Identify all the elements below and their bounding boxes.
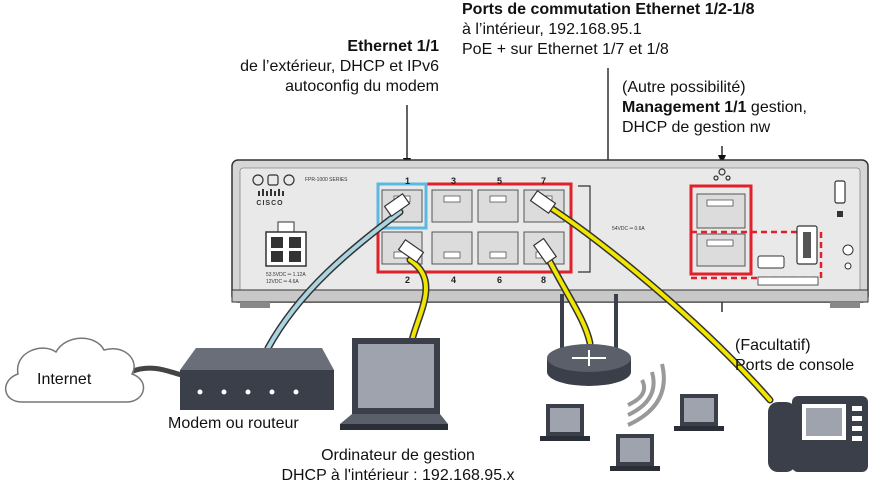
computer-callout: Ordinateur de gestion DHCP à l'intérieur… xyxy=(240,446,556,486)
computer-line2: DHCP à l'intérieur : 192.168.95.x xyxy=(281,467,515,484)
modem-router xyxy=(180,348,334,410)
port-number-7: 7 xyxy=(541,176,546,186)
mini-usb-console xyxy=(757,255,785,269)
wifi-waves-icon xyxy=(627,363,666,427)
eth11-line2: autoconfig du modem xyxy=(285,78,439,95)
internet-cloud xyxy=(5,337,145,403)
management-port xyxy=(696,193,746,267)
port-number-2: 2 xyxy=(405,275,410,285)
console-callout: (Facultatif) Ports de console xyxy=(735,336,854,376)
power-connector xyxy=(265,221,307,267)
series-label: FPR-1000 SERIES xyxy=(305,177,348,183)
port-number-8: 8 xyxy=(541,275,546,285)
power-label-1: 53.5VDC ═ 1.12A xyxy=(266,272,306,278)
ip-phone xyxy=(768,396,868,472)
port-number-4: 4 xyxy=(451,275,456,285)
switch-title: Ports de commutation Ethernet 1/2-1/8 xyxy=(462,1,755,18)
power-label-2: 12VDC ═ 4.6A xyxy=(266,279,299,285)
mgmt-title: Management 1/1 xyxy=(622,99,747,116)
eth11-line1: de l’extérieur, DHCP et IPv6 xyxy=(240,58,439,75)
mgmt-title-suffix: gestion, xyxy=(746,99,807,116)
mgmt-line2: DHCP de gestion nw xyxy=(622,119,771,136)
internet-label: Internet xyxy=(37,371,92,388)
port-number-5: 5 xyxy=(497,176,502,186)
cisco-logo-text: CISCO xyxy=(256,200,283,207)
console-label-plate xyxy=(757,276,819,286)
eth11-title: Ethernet 1/1 xyxy=(347,38,439,55)
console-line2: Ports de console xyxy=(735,357,855,374)
cables xyxy=(127,202,774,404)
management-laptop xyxy=(340,338,448,430)
console-line1: (Facultatif) xyxy=(735,337,811,354)
client-laptops xyxy=(540,394,724,471)
computer-line1: Ordinateur de gestion xyxy=(321,447,475,464)
wireless-router xyxy=(547,294,631,386)
network-icon xyxy=(713,168,731,181)
port-number-6: 6 xyxy=(497,275,502,285)
switch-line2: PoE + sur Ethernet 1/7 et 1/8 xyxy=(462,41,669,58)
lock-slot xyxy=(834,180,846,217)
ethernet-1-1-highlight xyxy=(376,182,428,230)
switch-callout: Ports de commutation Ethernet 1/2-1/8 à … xyxy=(462,0,755,60)
power-button xyxy=(844,262,852,270)
eth11-callout: Ethernet 1/1 de l’extérieur, DHCP et IPv… xyxy=(240,37,439,97)
port-number-3: 3 xyxy=(451,176,456,186)
usb-port xyxy=(796,225,818,265)
poe-label: 54VDC ═ 0.6A xyxy=(612,226,645,232)
mgmt-callout: (Autre possibilité) Management 1/1 gesti… xyxy=(622,78,807,138)
status-icons xyxy=(252,174,295,186)
reset-button xyxy=(842,244,854,256)
switch-line1: à l’intérieur, 192.168.95.1 xyxy=(462,21,642,38)
port-number-1: 1 xyxy=(405,176,410,186)
ethernet-ports xyxy=(381,189,565,265)
management-highlight xyxy=(689,184,753,276)
cisco-logo xyxy=(258,189,284,196)
switch-bracket xyxy=(578,185,591,273)
modem-label: Modem ou routeur xyxy=(168,415,299,432)
console-highlight xyxy=(689,230,823,280)
rj45-connectors xyxy=(383,189,558,265)
mgmt-line0: (Autre possibilité) xyxy=(622,79,746,96)
